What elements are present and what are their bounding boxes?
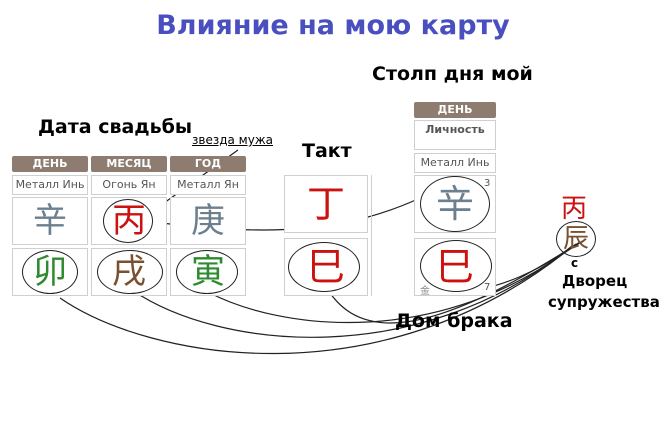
line-yin-to-palace <box>207 243 577 324</box>
page-title: Влияние на мою карту <box>156 10 510 41</box>
ring-wedding-year-branch <box>176 250 238 294</box>
my-day-role: Личность <box>414 120 496 150</box>
ring-wedding-month-branch <box>97 250 163 294</box>
ring-wedding-month-stem <box>103 199 153 243</box>
takt-stem: 丁 <box>284 175 368 233</box>
wedding-day-element: Металл Инь <box>12 175 88 195</box>
ring-takt-branch <box>288 242 360 292</box>
line-takt-si-to-palace <box>329 241 581 324</box>
ring-my-day-branch <box>420 240 492 292</box>
wedding-year-header: ГОД <box>170 156 246 172</box>
my-day-stem-number: 3 <box>484 178 491 189</box>
label-marriage-house: Дом брака <box>395 310 513 332</box>
line-mao-to-palace <box>59 249 569 355</box>
my-day-element: Металл Инь <box>414 153 496 173</box>
spouse-palace-tick: c <box>571 256 579 270</box>
ring-wedding-day-branch <box>22 250 78 294</box>
ring-spouse-palace-branch <box>556 221 596 257</box>
wedding-day-stem: 辛 <box>12 197 88 245</box>
wedding-month-header: МЕСЯЦ <box>91 156 167 172</box>
ring-my-day-stem <box>420 176 490 232</box>
label-wedding-date: Дата свадьбы <box>38 116 193 138</box>
label-my-day-pillar: Столп дня мой <box>372 63 533 85</box>
label-spouse-palace-1: Дворец <box>562 272 628 290</box>
spouse-palace-stem: 丙 <box>560 194 587 224</box>
wedding-month-element: Огонь Ян <box>91 175 167 195</box>
my-day-header: ДЕНЬ <box>414 102 496 118</box>
line-xu-to-palace <box>131 245 573 338</box>
my-day-branch-number: 7 <box>484 282 491 293</box>
wedding-day-header: ДЕНЬ <box>12 156 88 172</box>
wedding-year-element: Металл Ян <box>170 175 246 195</box>
label-spouse-palace-2: супружества <box>548 293 660 311</box>
wedding-year-stem: 庚 <box>170 197 246 245</box>
my-day-branch-sub: 金 <box>420 286 430 297</box>
label-takt: Такт <box>302 140 352 162</box>
takt-divider <box>371 175 380 296</box>
label-husband-star: звезда мужа <box>192 133 273 147</box>
